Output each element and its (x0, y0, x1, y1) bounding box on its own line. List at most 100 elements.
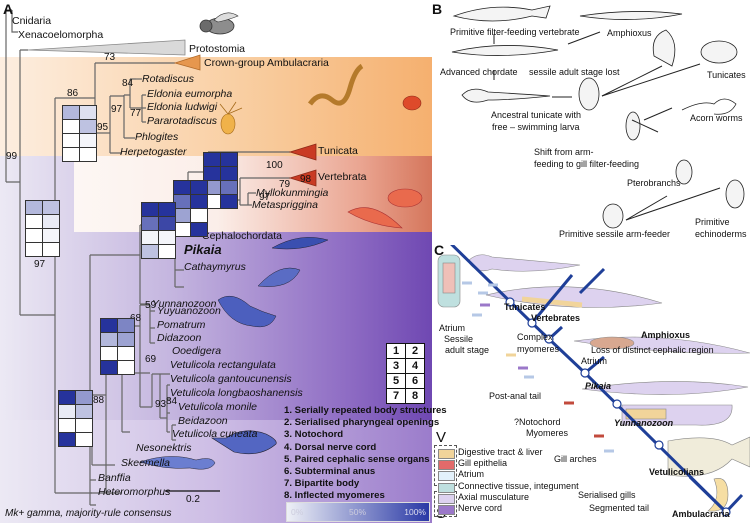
sessile-tunicate-icon (578, 77, 600, 111)
branch-69 (151, 373, 160, 407)
character-item: 5. Paired cephalic sense organs (284, 453, 430, 465)
taxon-yuyuanozoon: Yuyuanozoon (157, 305, 221, 317)
label-primitive-echino-1: Primitive (695, 217, 730, 227)
legend-swatch (438, 471, 455, 482)
support-value: 97 (259, 192, 271, 203)
character-cell-5 (101, 347, 117, 360)
character-cell-7 (59, 433, 75, 446)
character-cell-7 (26, 243, 42, 256)
char-segmented-tail: Segmented tail (589, 503, 650, 513)
clade-tunicata-wedge (288, 143, 317, 161)
character-cell-8 (80, 148, 96, 161)
pterobranch-b-icon (675, 159, 693, 185)
label-shift-2: feeding to gill filter-feeding (534, 159, 640, 169)
character-cell-3 (174, 195, 190, 208)
cladogram-branches (450, 245, 744, 514)
char-atrium-2: Atrium (581, 356, 608, 366)
legend-swatch (438, 493, 455, 504)
character-key-grid: 1 2 3 4 5 6 7 8 (386, 343, 425, 404)
character-item: 1. Serially repeated body structures (284, 405, 447, 416)
char-post-anal: Post-anal tail (489, 391, 542, 401)
frog-icon (387, 188, 423, 208)
advanced-chordate-icon (451, 45, 559, 56)
character-cell-4 (191, 195, 207, 208)
support-value: 93 (155, 399, 167, 410)
char-sessile-1: Sessile (444, 334, 474, 344)
character-grid-vetulicolia (100, 318, 135, 375)
echinoderm-icon (725, 179, 745, 209)
clade-protostomia: Protostomia (189, 43, 246, 55)
legend-label: Digestive tract & liver (458, 447, 543, 457)
taxon-banffia: Banffia (98, 472, 131, 484)
branch-84b (171, 424, 176, 441)
character-item: 2. Serialised pharyngeal openings (284, 417, 440, 429)
banffia-icon (139, 456, 216, 470)
character-cell-5 (59, 419, 75, 432)
key-cell: 4 (406, 359, 424, 373)
taxon-phlogites: Phlogites (135, 131, 179, 143)
character-cell-6 (43, 229, 59, 242)
branch-myllo (247, 192, 256, 206)
taxon-rotadiscus: Rotadiscus (142, 73, 194, 85)
character-cell-1 (59, 391, 75, 404)
didazoon-icon (217, 295, 277, 328)
legend-label: Gill epithelia (458, 458, 508, 469)
support-value: 84 (122, 78, 134, 89)
taxon-c-vertebrates: Vertebrates (531, 313, 581, 323)
taxon-pikaia: Pikaia (184, 242, 222, 257)
clade-vertebrata-wedge (288, 169, 317, 187)
panel-label-a: A (3, 1, 14, 17)
key-cell: 8 (406, 389, 424, 403)
character-cell-8 (221, 195, 237, 208)
pterobranch-icon (219, 101, 243, 135)
fish-icon (347, 207, 403, 229)
character-cell-1 (174, 181, 190, 194)
label-primitive-vertebrate: Primitive filter-feeding vertebrate (450, 27, 580, 37)
character-cell-4 (221, 167, 237, 180)
character-cell-4 (118, 333, 134, 346)
character-cell-2 (221, 153, 237, 166)
ancestral-larva-icon (461, 88, 551, 103)
branch-xenacoelomorpha (11, 10, 18, 33)
support-value: 98 (300, 174, 312, 185)
taxon-vetulicola-rectangulata: Vetulicola rectangulata (170, 359, 276, 371)
branch-vetulicola (166, 384, 170, 433)
branch-93 (159, 373, 170, 419)
character-item: 7. Bipartite body (284, 478, 360, 490)
taxon-eldonia-ludwigi: Eldonia ludwigi (147, 101, 218, 113)
character-cell-8 (191, 223, 207, 236)
branch-95a (109, 95, 124, 154)
character-cell-2 (80, 106, 96, 119)
clade-crown-ambulacraria: Crown-group Ambulacraria (204, 57, 329, 69)
character-cell-5 (63, 134, 79, 147)
legend-label: Nerve cord (458, 503, 503, 513)
support-value: 84 (166, 396, 178, 407)
character-item: 3. Notochord (284, 429, 344, 441)
character-cell-3 (26, 215, 42, 228)
taxon-pararotadiscus: Pararotadiscus (147, 115, 218, 127)
support-value: 86 (67, 88, 79, 99)
char-complex-1: Complex (517, 332, 553, 342)
legend-label: Axial musculature (458, 491, 530, 502)
label-pterobranchs: Pterobranchs (627, 178, 681, 188)
taxon-vetulicola-cuneata: Vetulicola cuneata (172, 428, 258, 440)
tunicate-larva-drawing (467, 254, 581, 272)
key-cell: 6 (406, 374, 424, 388)
vetulicola-icon (210, 430, 277, 455)
character-list: 1. Serially repeated body structures 2. … (284, 405, 447, 503)
taxon-c-ambulacraria: Ambulacraria (672, 509, 730, 519)
character-cell-1 (142, 203, 158, 216)
character-cell-7 (101, 361, 117, 374)
support-value: 73 (104, 52, 116, 63)
branch-77 (141, 94, 146, 123)
character-cell-5 (174, 209, 190, 222)
character-cell-7 (142, 245, 158, 258)
method-caption: Mk+ gamma, majority-rule consensus (5, 508, 172, 519)
character-cell-3 (101, 333, 117, 346)
label-tunicates: Tunicates (707, 70, 746, 80)
taxon-c-vetulicolians: Vetulicolians (649, 467, 705, 477)
taxon-vetulicola-monile: Vetulicola monile (178, 401, 257, 413)
clade-cephalochordata: Cephalochordata (202, 230, 282, 242)
support-value: 79 (279, 179, 291, 190)
taxon-vetulicola-longbaoshanensis: Vetulicola longbaoshanensis (170, 387, 303, 399)
